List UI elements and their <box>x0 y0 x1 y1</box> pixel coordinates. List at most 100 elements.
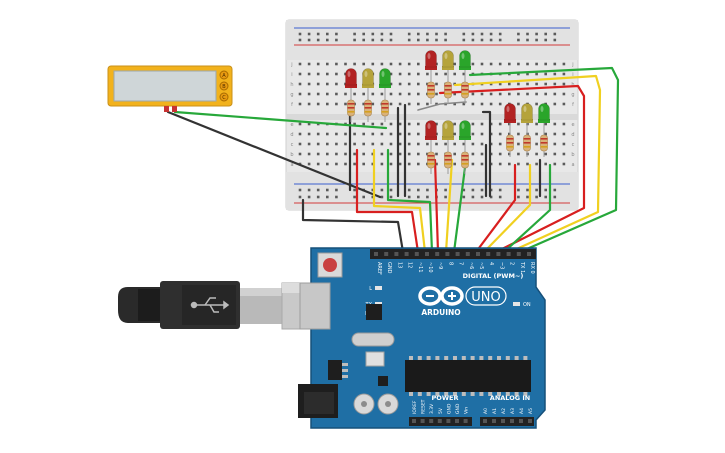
chip-pin <box>417 392 422 396</box>
analog-pin-hole <box>501 419 505 423</box>
wire-red-top <box>438 84 586 254</box>
resistor-band <box>444 155 452 157</box>
led-highlight <box>381 71 385 77</box>
chip-pin <box>514 356 519 360</box>
chip-pin <box>505 356 510 360</box>
chip-pin <box>488 356 493 360</box>
chip-pin <box>488 392 493 396</box>
row-letter-left: c <box>291 142 294 148</box>
resistor-band <box>461 163 469 165</box>
wire-black-display <box>166 110 382 199</box>
digital-pin-label: 13 <box>396 262 402 268</box>
resistor-band <box>381 111 389 113</box>
led-base <box>425 66 437 70</box>
led-on-label: ON <box>523 302 531 308</box>
analog-pin-label: A4 <box>519 408 525 414</box>
led-highlight <box>347 71 351 77</box>
resistor-band <box>364 103 372 105</box>
row-letter-right: f <box>572 102 574 108</box>
resistor-band <box>540 142 548 144</box>
display-button-a[interactable] <box>219 70 229 80</box>
voltage-regulator <box>328 360 342 380</box>
arduino-logo-icon <box>418 286 464 306</box>
led-highlight <box>444 53 448 59</box>
led-base <box>362 84 374 88</box>
reset-button-cap[interactable] <box>323 258 337 272</box>
led-base <box>459 66 471 70</box>
digital-pin-label: 4 <box>488 262 494 265</box>
resistor-band <box>427 85 435 87</box>
row-letter-right: e <box>571 122 574 128</box>
wire-green-display <box>173 110 388 130</box>
analog-pin-hole <box>492 419 496 423</box>
capacitor-block <box>365 351 385 367</box>
led-base <box>521 119 533 123</box>
led-highlight <box>364 71 368 77</box>
digital-pin-label: ~11 <box>417 262 423 273</box>
digital-pin-label: ~6 <box>468 262 474 269</box>
resistor-band <box>364 107 372 109</box>
display-button-c-label: C <box>222 95 226 101</box>
power-pin-hole <box>463 419 468 423</box>
analog-header <box>480 417 534 426</box>
led-array <box>345 50 550 174</box>
digital-pin-label: AREF <box>376 262 382 275</box>
digital-pin-hole <box>455 252 460 256</box>
digital-pin-label: ~5 <box>478 262 484 269</box>
digital-pin-hole <box>384 252 389 256</box>
row-letter-right: d <box>571 132 574 138</box>
analog-pin-label: A1 <box>492 408 498 414</box>
led-highlight <box>444 123 448 129</box>
resistor-band <box>461 155 469 157</box>
chip-pin <box>444 356 449 360</box>
wire-red-left <box>355 148 420 254</box>
chip-pin <box>514 392 519 396</box>
display-button-c[interactable] <box>219 92 229 102</box>
resistor-band <box>427 93 435 95</box>
chip-pin <box>453 356 457 360</box>
led-base <box>345 84 357 88</box>
row-letter-right: j <box>571 62 573 68</box>
row-letter-left: d <box>290 132 293 138</box>
led-green <box>459 50 471 68</box>
led-green <box>538 103 550 121</box>
digital-pin-hole <box>374 252 378 256</box>
digital-pin-label: ~3 <box>498 262 504 269</box>
digital-pin-label: RX 0 <box>529 262 535 274</box>
resistor-band <box>540 146 548 148</box>
resistor-band <box>347 107 355 109</box>
resistor-band <box>427 155 435 157</box>
usb-chip <box>366 304 382 320</box>
chip-pin <box>426 392 431 396</box>
row-letter-left: b <box>290 152 293 158</box>
led-highlight <box>461 123 465 129</box>
chip-pin <box>461 392 466 396</box>
crystal-oscillator <box>351 332 395 347</box>
display-button-a-label: A <box>222 73 226 79</box>
led-l-label: L <box>369 286 372 292</box>
resistor-band <box>461 93 469 95</box>
chip-pin <box>479 356 484 360</box>
led-base <box>442 66 454 70</box>
digital-pin-hole <box>435 252 440 256</box>
digital-pin-label: 12 <box>407 262 413 268</box>
digital-pin-hole <box>506 252 511 256</box>
digital-pin-hole <box>414 252 419 256</box>
brand-label: ARDUINO <box>421 308 460 317</box>
analog-pin-hole <box>519 419 523 423</box>
resistor-band <box>506 146 514 148</box>
digital-pin-label: GND <box>386 262 392 274</box>
wires <box>166 66 620 254</box>
resistor-band <box>444 159 452 161</box>
led-highlight <box>506 106 510 112</box>
resistor-band <box>506 138 514 140</box>
led-base <box>442 136 454 140</box>
wire-yellow-center <box>444 158 454 254</box>
row-letter-left: f <box>291 102 293 108</box>
row-letter-left: a <box>290 162 293 168</box>
chip-pin <box>426 356 431 360</box>
display-button-b[interactable] <box>219 81 229 91</box>
